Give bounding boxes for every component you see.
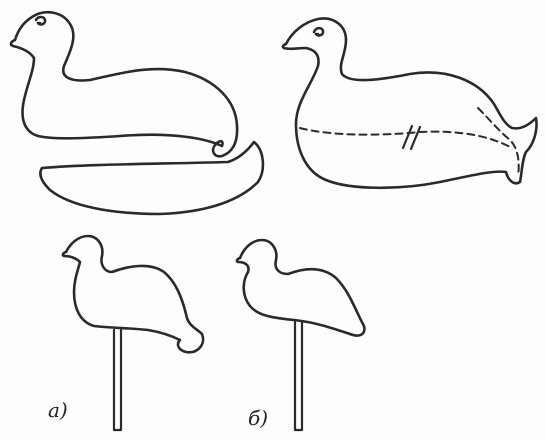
bird-with-seam-icon	[283, 18, 537, 187]
bird-on-stick-icon	[63, 236, 203, 430]
caption-a: а)	[48, 400, 68, 420]
caption-b: б)	[248, 408, 268, 428]
bird-on-stick-icon-2	[237, 240, 364, 430]
bird-silhouette-icon	[11, 12, 237, 156]
